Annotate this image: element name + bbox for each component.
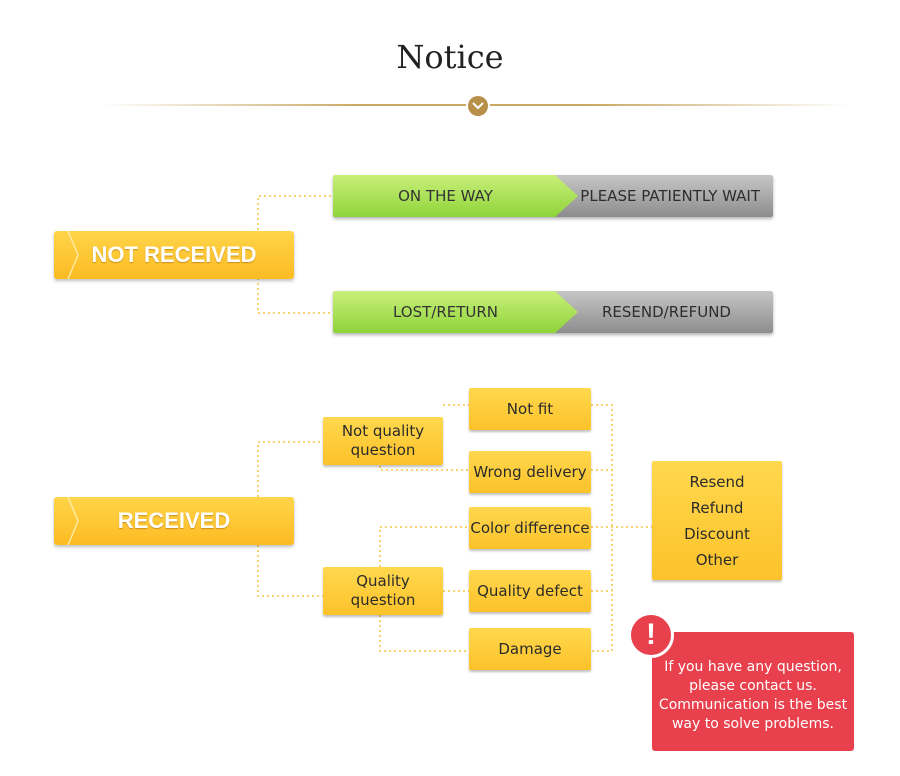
- contact-alert: If you have any question, please contact…: [652, 632, 854, 751]
- item-box: Damage: [469, 628, 591, 670]
- item-box: Quality defect: [469, 570, 591, 612]
- branch-on-the-way: PLEASE PATIENTLY WAIT ON THE WAY: [333, 175, 773, 217]
- page-title: Notice: [396, 38, 504, 76]
- not-received-label: NOT RECEIVED: [91, 242, 257, 267]
- branch-status: ON THE WAY: [333, 175, 578, 217]
- item-box: Not fit: [469, 388, 591, 430]
- alert-line: Communication is the best: [658, 697, 848, 713]
- solution-item: Other: [695, 550, 739, 569]
- branch-lost-return: RESEND/REFUND LOST/RETURN: [333, 291, 773, 333]
- not-quality-label: Not quality question: [341, 422, 425, 459]
- quality-box: Quality question: [323, 567, 443, 615]
- received-box: RECEIVED: [54, 497, 294, 545]
- item-box: Color difference: [469, 507, 591, 549]
- quality-label: Quality question: [350, 572, 416, 609]
- chevron-right-icon: [67, 231, 79, 279]
- alert-line: please contact us.: [689, 678, 817, 694]
- chevron-down-icon: [468, 96, 488, 116]
- branch-status: LOST/RETURN: [333, 291, 578, 333]
- exclamation-icon: !: [628, 612, 674, 658]
- not-quality-box: Not quality question: [323, 417, 443, 465]
- alert-line: If you have any question,: [664, 659, 842, 675]
- alert-line: way to solve problems.: [671, 716, 835, 732]
- received-label: RECEIVED: [117, 508, 231, 533]
- item-box: Wrong delivery: [469, 451, 591, 493]
- solution-item: Discount: [684, 524, 750, 543]
- not-received-box: NOT RECEIVED: [54, 231, 294, 279]
- solution-item: Resend: [689, 472, 745, 491]
- solution-item: Refund: [690, 498, 744, 517]
- solutions-box: Resend Refund Discount Other: [652, 461, 782, 580]
- chevron-right-icon: [67, 497, 79, 545]
